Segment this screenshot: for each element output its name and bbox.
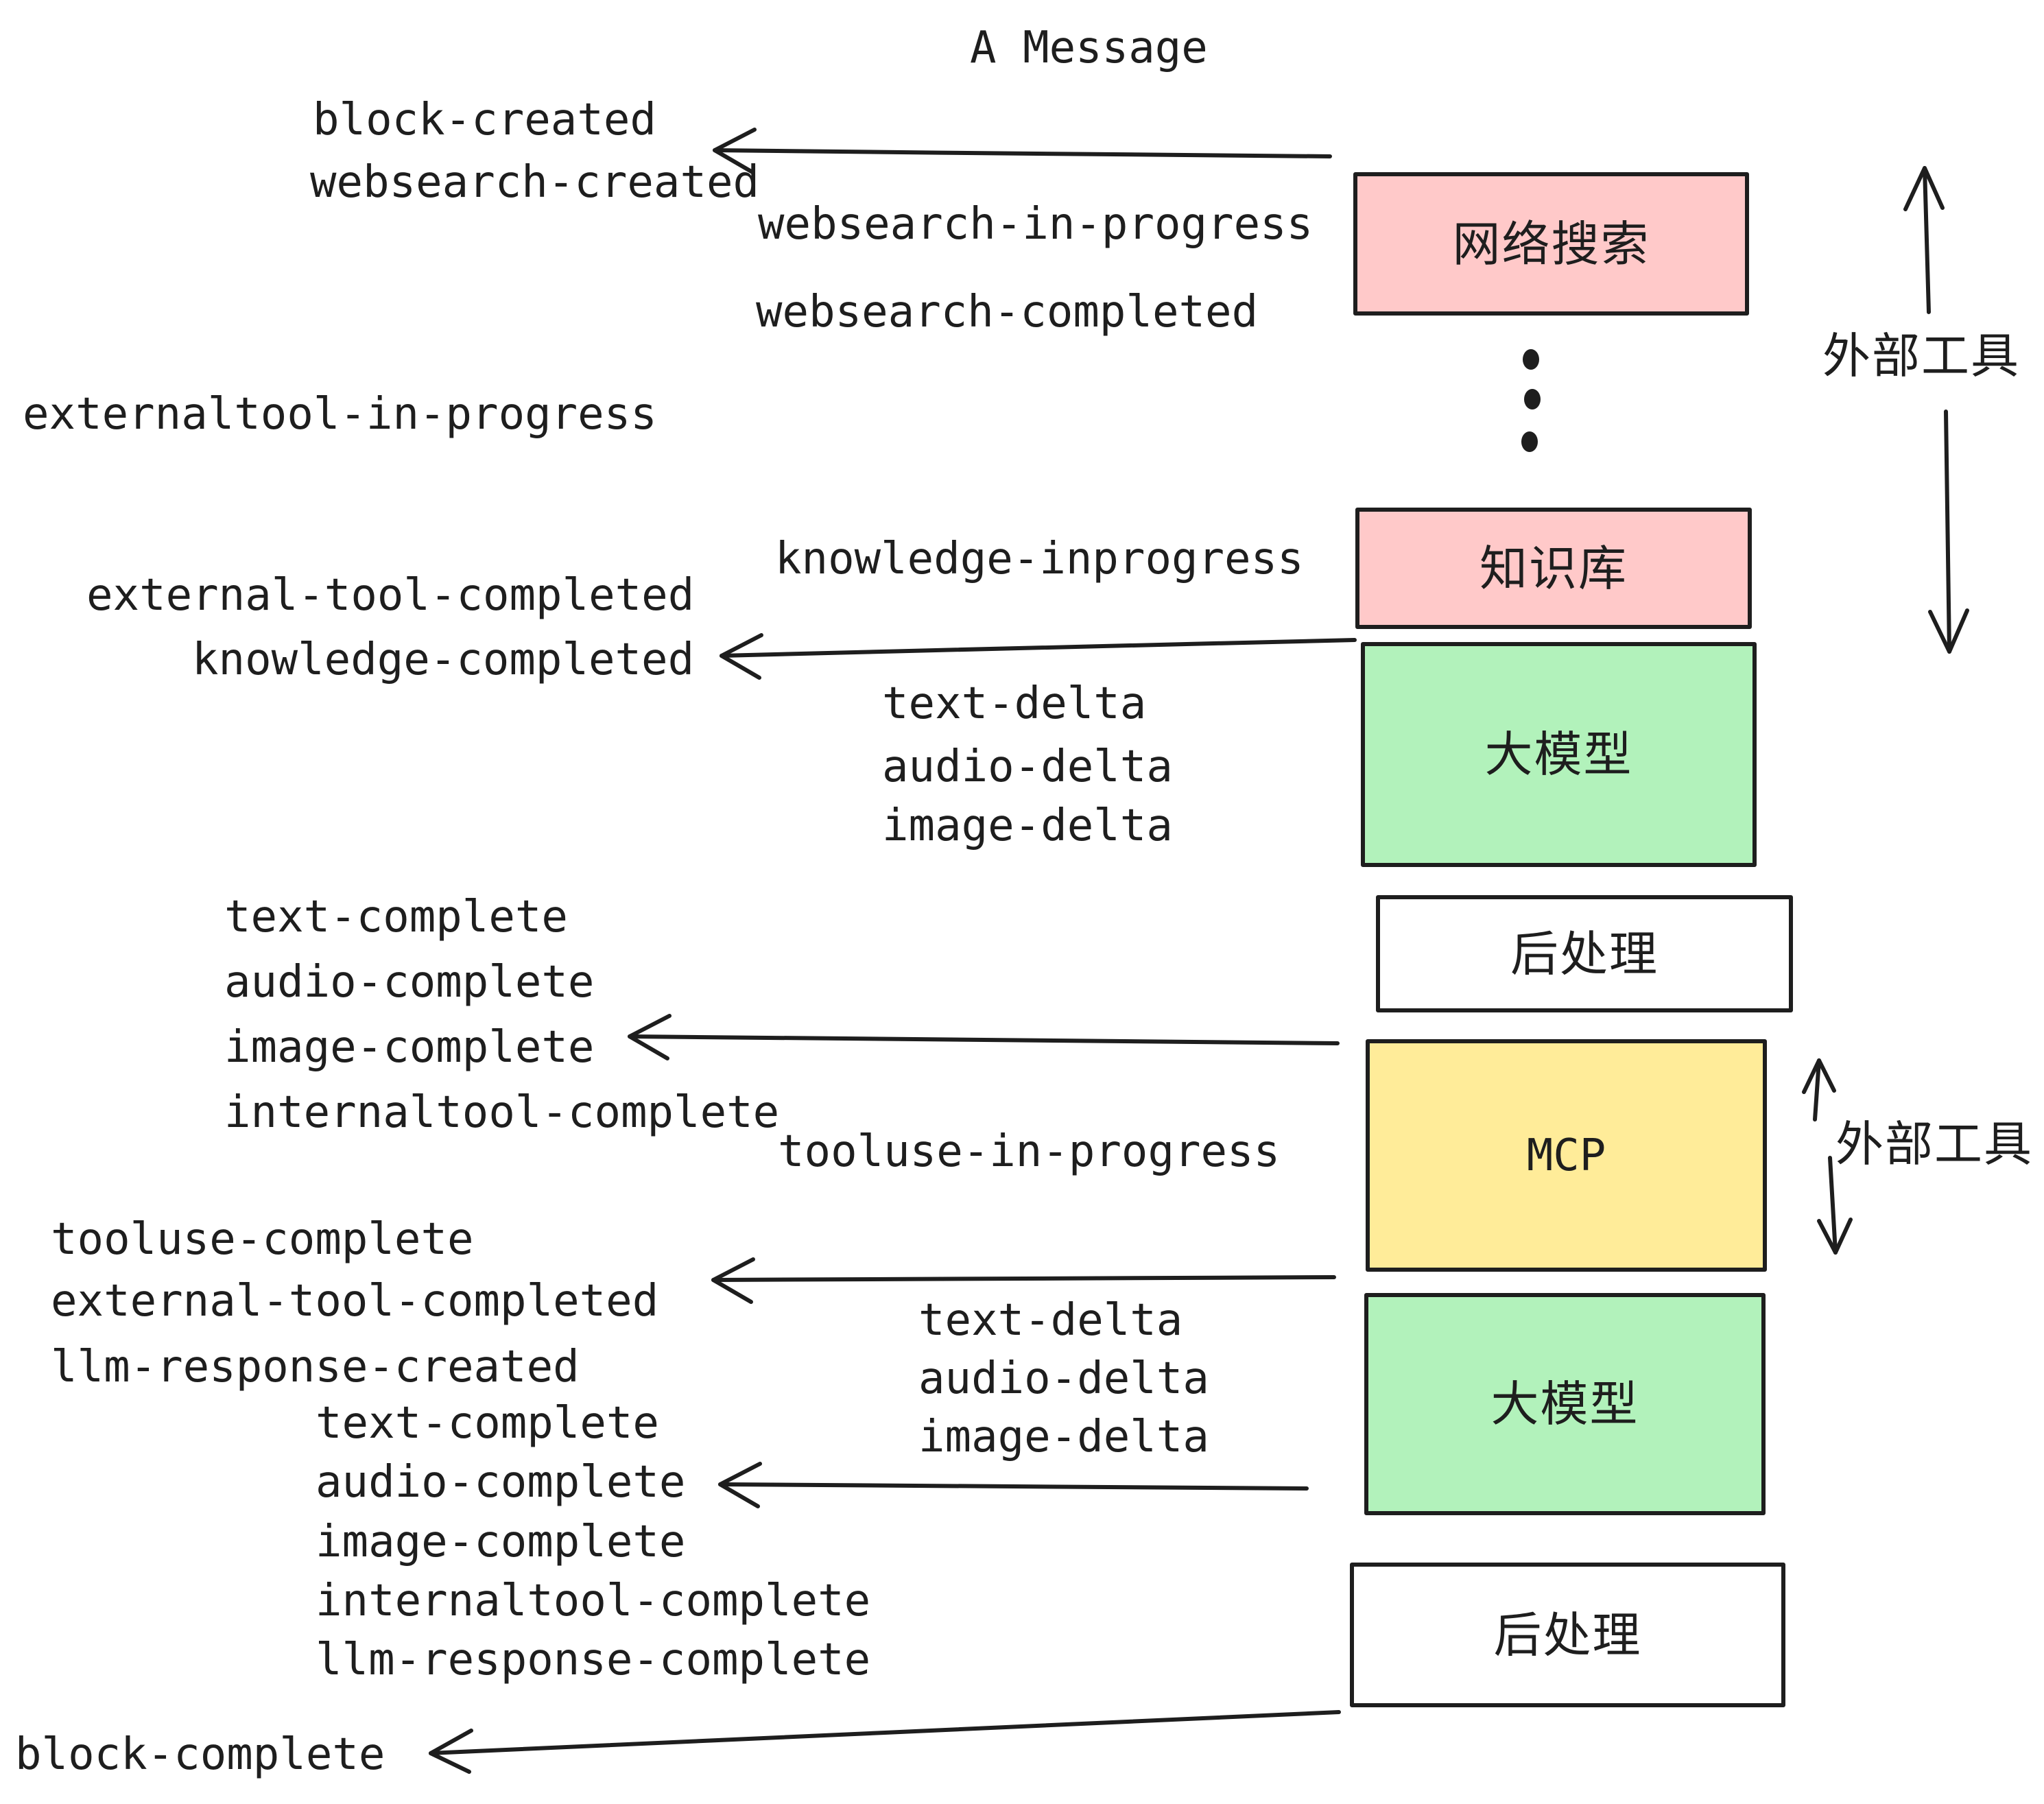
llm-box-2-label: 大模型 — [1490, 1376, 1639, 1432]
event-block-complete: block-complete — [15, 1729, 385, 1780]
postprocess-box-2: 后处理 — [1350, 1563, 1785, 1707]
event-text-complete-2: text-complete — [316, 1398, 659, 1449]
websearch-box: 网络搜索 — [1353, 172, 1749, 316]
mcp-box: MCP — [1366, 1039, 1767, 1272]
event-websearch-created: websearch-created — [310, 157, 760, 208]
event-llm-response-created: llm-response-created — [51, 1342, 580, 1392]
event-image-complete: image-complete — [224, 1022, 595, 1073]
event-tooluse-in-progress: tooluse-in-progress — [778, 1126, 1281, 1177]
event-websearch-completed: websearch-completed — [756, 287, 1259, 337]
event-audio-delta: audio-delta — [882, 741, 1173, 792]
postprocess-box-2-label: 后处理 — [1493, 1606, 1642, 1663]
event-text-delta: text-delta — [882, 678, 1147, 729]
vertical-ellipsis-icon — [1521, 349, 1541, 452]
llm-box-1-label: 大模型 — [1484, 726, 1633, 783]
external-tools-down-arrow — [1928, 410, 1969, 654]
event-internaltool-complete: internaltool-complete — [224, 1087, 780, 1138]
mcp-external-down-arrow — [1817, 1156, 1853, 1255]
event-external-tool-completed: external-tool-completed — [86, 570, 695, 621]
event-externaltool-in-progress: externaltool-in-progress — [23, 389, 657, 440]
event-image-delta: image-delta — [882, 800, 1173, 851]
event-knowledge-completed: knowledge-completed — [192, 634, 695, 685]
event-text-complete: text-complete — [224, 892, 568, 942]
external-tools-label-top: 外部工具 — [1822, 328, 2020, 384]
external-tools-up-arrow — [1903, 166, 1945, 314]
knowledge-box-label: 知识库 — [1479, 540, 1628, 597]
event-audio-delta-2: audio-delta — [918, 1353, 1209, 1404]
event-external-tool-completed-2: external-tool-completed — [51, 1276, 659, 1327]
event-block-created: block-created — [313, 95, 656, 145]
event-image-complete-2: image-complete — [316, 1517, 686, 1567]
event-image-delta-2: image-delta — [918, 1412, 1209, 1462]
llm-box-2: 大模型 — [1364, 1293, 1766, 1515]
knowledge-box: 知识库 — [1355, 508, 1752, 629]
event-text-delta-2: text-delta — [918, 1295, 1183, 1346]
event-knowledge-inprogress: knowledge-inprogress — [775, 534, 1304, 584]
event-llm-response-complete: llm-response-complete — [316, 1635, 871, 1685]
postprocess-box-1-label: 后处理 — [1510, 925, 1659, 982]
mcp-external-up-arrow — [1802, 1058, 1836, 1121]
diagram-title: A Message — [970, 23, 1208, 73]
arrow-knowledge-completed — [720, 633, 1357, 680]
mcp-box-label: MCP — [1526, 1130, 1606, 1181]
event-internaltool-complete-2: internaltool-complete — [316, 1576, 871, 1626]
event-tooluse-complete: tooluse-complete — [51, 1214, 474, 1265]
arrow-tooluse-complete — [711, 1257, 1336, 1304]
arrow-internal-complete — [628, 1014, 1340, 1060]
event-audio-complete: audio-complete — [224, 957, 595, 1008]
arrow-llm-complete — [718, 1462, 1309, 1508]
llm-box-1: 大模型 — [1361, 642, 1757, 867]
event-websearch-in-progress: websearch-in-progress — [758, 199, 1314, 250]
websearch-box-label: 网络搜索 — [1452, 215, 1650, 272]
event-audio-complete-2: audio-complete — [316, 1457, 686, 1508]
postprocess-box-1: 后处理 — [1376, 895, 1793, 1012]
arrow-block-complete — [429, 1710, 1341, 1774]
external-tools-label-mcp: 外部工具 — [1835, 1116, 2033, 1172]
arrow-websearch-created — [713, 128, 1332, 174]
